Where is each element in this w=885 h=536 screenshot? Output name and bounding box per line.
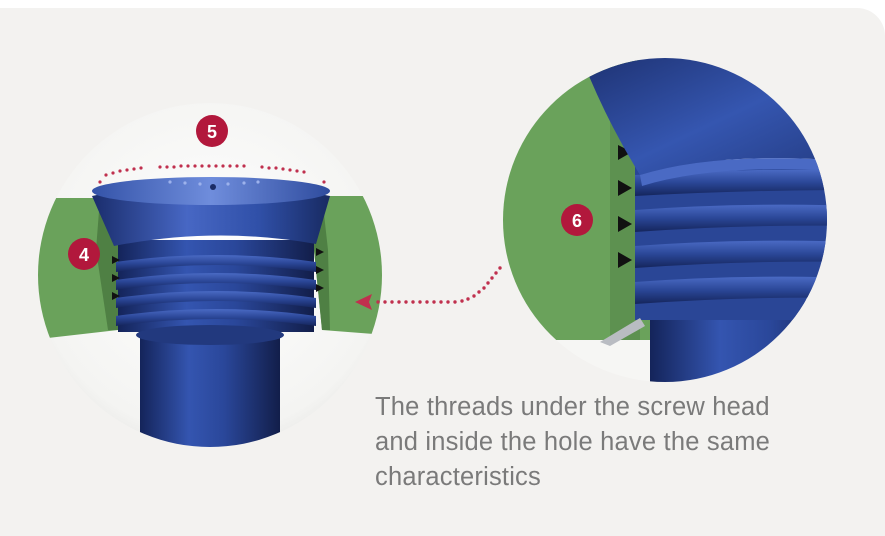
caption-line-2: and inside the hole have the same	[375, 428, 771, 456]
badge-4: 4	[68, 238, 100, 270]
right-zoom-circle	[503, 58, 827, 382]
connector-arrow	[355, 266, 502, 310]
caption-line-1: The threads under the screw head	[375, 393, 770, 421]
caption-text: The threads under the screw head and ins…	[375, 390, 855, 495]
left-threads	[116, 255, 316, 326]
badge-5: 5	[196, 115, 228, 147]
caption-line-3: characteristics	[375, 463, 541, 491]
head-dotted-line	[98, 164, 326, 184]
badge-6: 6	[561, 204, 593, 236]
left-zoom-circle	[38, 103, 382, 447]
svg-text:6: 6	[572, 211, 582, 231]
arrow-head	[355, 294, 372, 310]
svg-text:5: 5	[207, 122, 217, 142]
svg-text:4: 4	[79, 245, 89, 265]
right-threads	[635, 169, 827, 304]
